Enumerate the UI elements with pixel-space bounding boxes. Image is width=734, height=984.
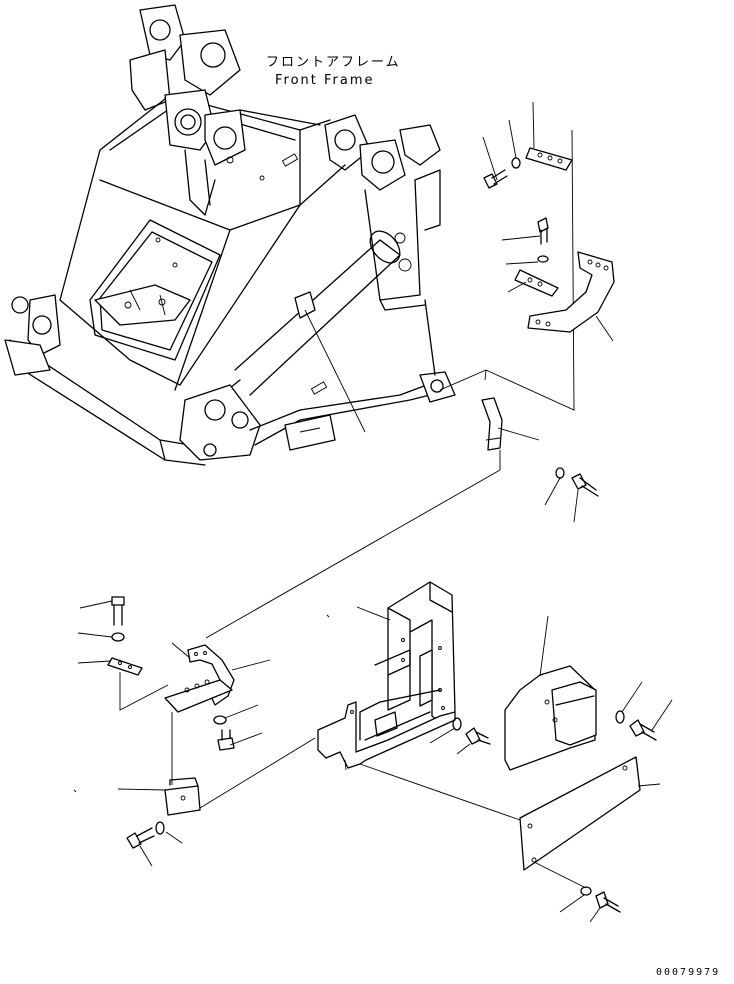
drawing-number: 00079979 [656, 967, 721, 978]
front-frame [4, 4, 456, 466]
upper-right-parts [482, 101, 615, 411]
right-cover-parts [504, 615, 673, 923]
marker-dot [73, 789, 77, 793]
title-english: Front Frame [275, 73, 375, 88]
lower-left-parts [77, 596, 316, 867]
middle-bracket-parts [205, 369, 599, 639]
title-japanese: フロントアフレーム [266, 55, 401, 70]
marker-dot [326, 614, 330, 618]
lower-center-parts [317, 581, 521, 821]
